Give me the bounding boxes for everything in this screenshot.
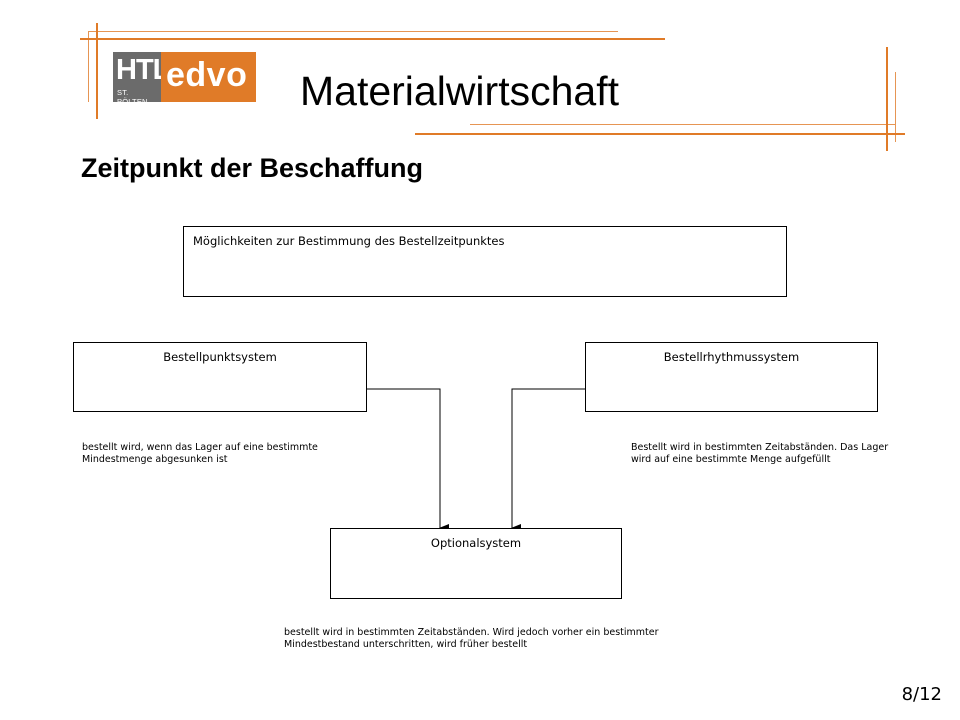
bestellpunktsystem-box: Bestellpunktsystem [73,342,367,412]
optionalsystem-note: bestellt wird in bestimmten Zeitabstände… [284,627,659,650]
bestellrhythmussystem-label: Bestellrhythmussystem [663,350,800,364]
root-box: Möglichkeiten zur Bestimmung des Bestell… [183,226,787,297]
bestellpunktsystem-note: bestellt wird, wenn das Lager auf eine b… [82,442,318,465]
connector-left-to-bottom [367,388,449,532]
logo-edvo-block: edvo [161,52,256,102]
bestellrhythmussystem-note: Bestellt wird in bestimmten Zeitabstände… [631,442,889,465]
frame-line-right-vertical [886,47,888,151]
connector-right-to-bottom [511,388,585,532]
root-box-label: Möglichkeiten zur Bestimmung des Bestell… [193,234,505,248]
optionalsystem-label: Optionalsystem [430,536,522,550]
frame-line-top-short [88,31,618,32]
frame-line-right-vertical-thin [895,72,896,142]
frame-line-top-long [80,38,665,40]
htl-edvo-logo: HTL ST. PÖLTEN edvo [113,52,256,106]
frame-line-bottom-short [470,124,895,125]
bestellpunktsystem-label: Bestellpunktsystem [163,350,277,364]
frame-line-left-vertical-thin [88,32,89,102]
bestellrhythmussystem-box: Bestellrhythmussystem [585,342,878,412]
slide-subtitle: Zeitpunkt der Beschaffung [81,153,424,183]
page-title: Materialwirtschaft [300,68,619,114]
optionalsystem-box: Optionalsystem [330,528,622,599]
logo-edvo-text: edvo [166,56,248,94]
page-number: 8/12 [901,684,942,705]
logo-htl-subtext: ST. PÖLTEN [117,88,148,106]
frame-line-left-vertical [96,23,98,119]
frame-line-bottom-long [415,133,905,135]
